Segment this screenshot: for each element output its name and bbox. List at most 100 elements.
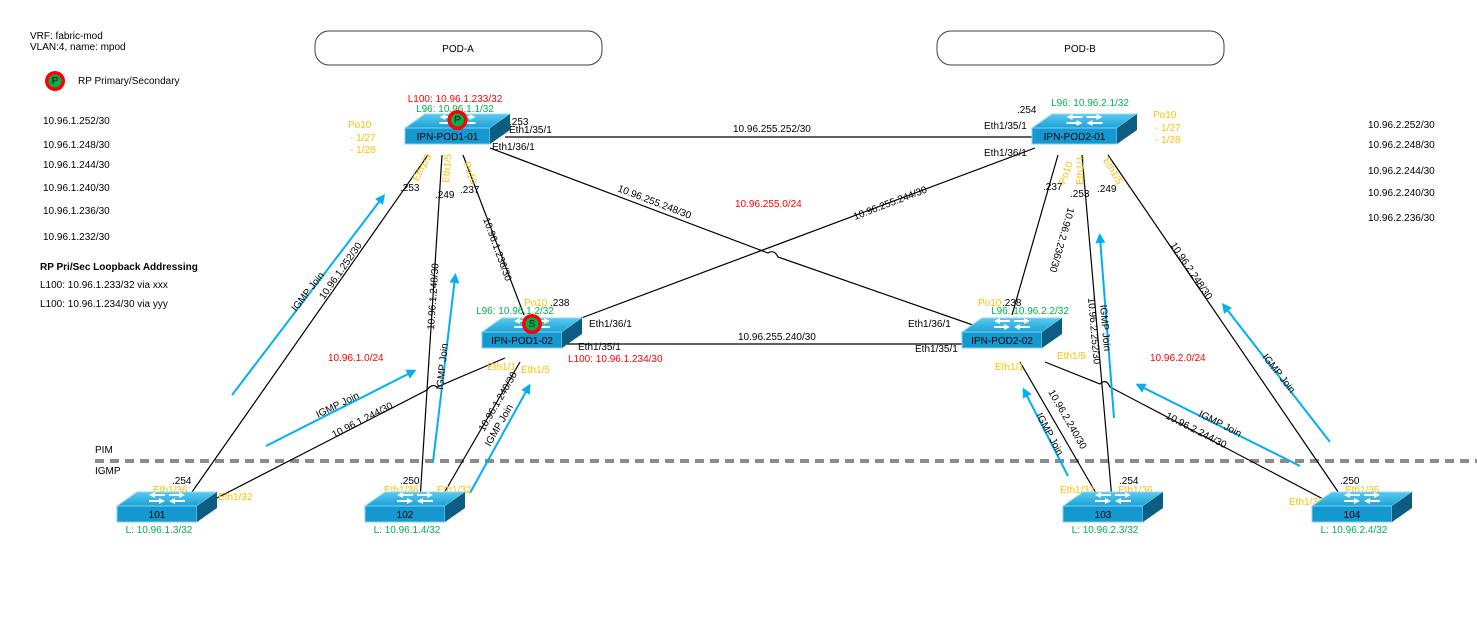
subnet-item: 10.96.1.252/30 — [43, 116, 110, 127]
switch-side-face — [445, 492, 465, 522]
switch-leaf-101[interactable]: 101 L: 10.96.1.3/32 — [115, 491, 219, 536]
pim-label: PIM — [95, 445, 113, 456]
igmp-labels: IGMP Join IGMP Join IGMP Join IGMP Join … — [290, 270, 1297, 457]
subnet-label: 10.96.1.236/30 — [480, 216, 513, 283]
link-pod2-01-02 — [1011, 154, 1059, 316]
switch-name: 101 — [149, 510, 166, 521]
switch-leaf-103[interactable]: 103 L: 10.96.2.3/32 — [1061, 491, 1165, 536]
svg-text:Eth1/32: Eth1/32 — [218, 492, 253, 503]
svg-text:Po10: Po10 — [460, 160, 478, 186]
loopback-title: RP Pri/Sec Loopback Addressing — [40, 262, 198, 273]
link-103-pod2-01 — [1081, 154, 1113, 501]
switch-arrows-icon — [397, 492, 433, 504]
pod-b-subnet-list: 10.96.2.252/30 10.96.2.248/30 10.96.2.24… — [1368, 120, 1435, 224]
switch-arrows-icon — [149, 492, 185, 504]
ipn-supernet: 10.96.255.0/24 — [735, 199, 802, 210]
switch-name: 104 — [1344, 510, 1361, 521]
port-labels: .253 Eth1/35/1 Eth1/36/1 .253 .249 .237 … — [153, 105, 1380, 508]
link-104-pod2-02 — [1044, 361, 1326, 501]
svg-text:P: P — [52, 76, 59, 87]
svg-text:POD-A: POD-A — [442, 44, 474, 55]
svg-text:Eth1/1: Eth1/1 — [487, 362, 516, 373]
switch-name: 103 — [1095, 510, 1112, 521]
svg-text:Eth1/36: Eth1/36 — [1345, 485, 1380, 496]
switch-loopback-label: L: 10.96.1.3/32 — [126, 525, 193, 536]
subnet-item: 10.96.2.240/30 — [1368, 188, 1435, 199]
link-104-pod2-01 — [1107, 154, 1346, 503]
switch-side-face — [562, 318, 582, 348]
pod-a-subnet-list: 10.96.1.252/30 10.96.1.248/30 10.96.1.24… — [43, 116, 110, 243]
subnet-item: 10.96.2.236/30 — [1368, 213, 1435, 224]
svg-text:.249: .249 — [435, 190, 455, 201]
svg-text:.254: .254 — [1017, 105, 1037, 116]
switch-name: IPN-POD1-01 — [417, 132, 479, 143]
subnet-item: 10.96.1.236/30 — [43, 206, 110, 217]
pod-a-supernet: 10.96.1.0/24 — [328, 353, 384, 364]
subnet-label: 10.96.2.236/30 — [1047, 206, 1076, 274]
svg-text:- 1/27: - 1/27 — [1155, 123, 1181, 134]
svg-text:Po10: Po10 — [1057, 160, 1075, 186]
igmp-join-arrow — [1135, 383, 1301, 467]
switch-name: IPN-POD2-01 — [1044, 132, 1106, 143]
rp-badge-icon: S — [522, 314, 542, 334]
igmp-join-arrow — [432, 273, 460, 463]
svg-text:.254: .254 — [1119, 476, 1139, 487]
subnet-item: 10.96.1.240/30 — [43, 183, 110, 194]
link-ipn-cross-2 — [559, 147, 1036, 327]
subnet-item: 10.96.2.244/30 — [1368, 166, 1435, 177]
svg-text:Po10: Po10 — [1153, 110, 1177, 121]
svg-text:- 1/28: - 1/28 — [1155, 135, 1181, 146]
svg-text:Eth1/35/1: Eth1/35/1 — [915, 344, 958, 355]
switch-side-face — [490, 114, 510, 144]
switch-side-face — [197, 492, 217, 522]
switch-loopback-label: L: 10.96.2.3/32 — [1072, 525, 1139, 536]
svg-text:.253: .253 — [1070, 189, 1090, 200]
igmp-join-arrow — [1221, 303, 1331, 443]
rp-legend-label: RP Primary/Secondary — [78, 76, 180, 87]
svg-text:Eth1/35/1: Eth1/35/1 — [984, 121, 1027, 132]
igmp-join-arrow — [1095, 233, 1115, 419]
svg-text:.254: .254 — [172, 476, 192, 487]
svg-text:- 1/28: - 1/28 — [350, 145, 376, 156]
switch-loopback-label: L: 10.96.1.4/32 — [374, 525, 441, 536]
switch-side-face — [1042, 318, 1062, 348]
svg-text:Eth1/3: Eth1/3 — [411, 152, 434, 183]
loopback-line: L100: 10.96.1.233/32 via xxx — [40, 280, 168, 291]
link-102-pod1-02 — [439, 361, 521, 501]
subnet-label: 10.96.1.248/30 — [426, 262, 442, 330]
svg-text:.253: .253 — [400, 183, 420, 194]
subnet-label: 10.96.255.240/30 — [738, 332, 816, 343]
svg-text:Po10: Po10 — [978, 298, 1002, 309]
pod-b-box[interactable]: POD-B — [936, 30, 1225, 66]
subnet-label: 10.96.255.248/30 — [616, 184, 693, 222]
svg-text:Eth1/36/1: Eth1/36/1 — [908, 319, 951, 330]
pod-a-box[interactable]: POD-A — [314, 30, 603, 66]
svg-text:Eth1/5: Eth1/5 — [1100, 156, 1124, 187]
switch-arrows-icon — [1095, 492, 1131, 504]
legend: VRF: fabric-mod VLAN:4, name: mpod P RP … — [30, 31, 1435, 310]
svg-text:Eth1/35/1: Eth1/35/1 — [509, 125, 552, 136]
links — [184, 136, 1346, 503]
igmp-join-arrow — [1022, 387, 1069, 477]
switch-name: IPN-POD1-02 — [491, 336, 553, 347]
link-pod1-01-02 — [462, 154, 525, 316]
svg-text:S: S — [529, 319, 536, 330]
svg-text:Eth1/5: Eth1/5 — [441, 153, 455, 183]
svg-text:Eth1/32: Eth1/32 — [1060, 485, 1095, 496]
rp-badge-icon: P — [447, 110, 468, 130]
switch-l96-label: L96: 10.96.2.2/32 — [991, 306, 1069, 317]
link-101-pod1-01 — [184, 154, 429, 503]
svg-text:Eth1/36: Eth1/36 — [384, 485, 419, 496]
switch-l96-label: L96: 10.96.1.2/32 — [476, 306, 554, 317]
igmp-label: IGMP — [95, 466, 121, 477]
rp-legend-icon: P — [45, 71, 65, 91]
link-102-pod1-01 — [419, 154, 443, 501]
svg-text:.238: .238 — [550, 298, 570, 309]
